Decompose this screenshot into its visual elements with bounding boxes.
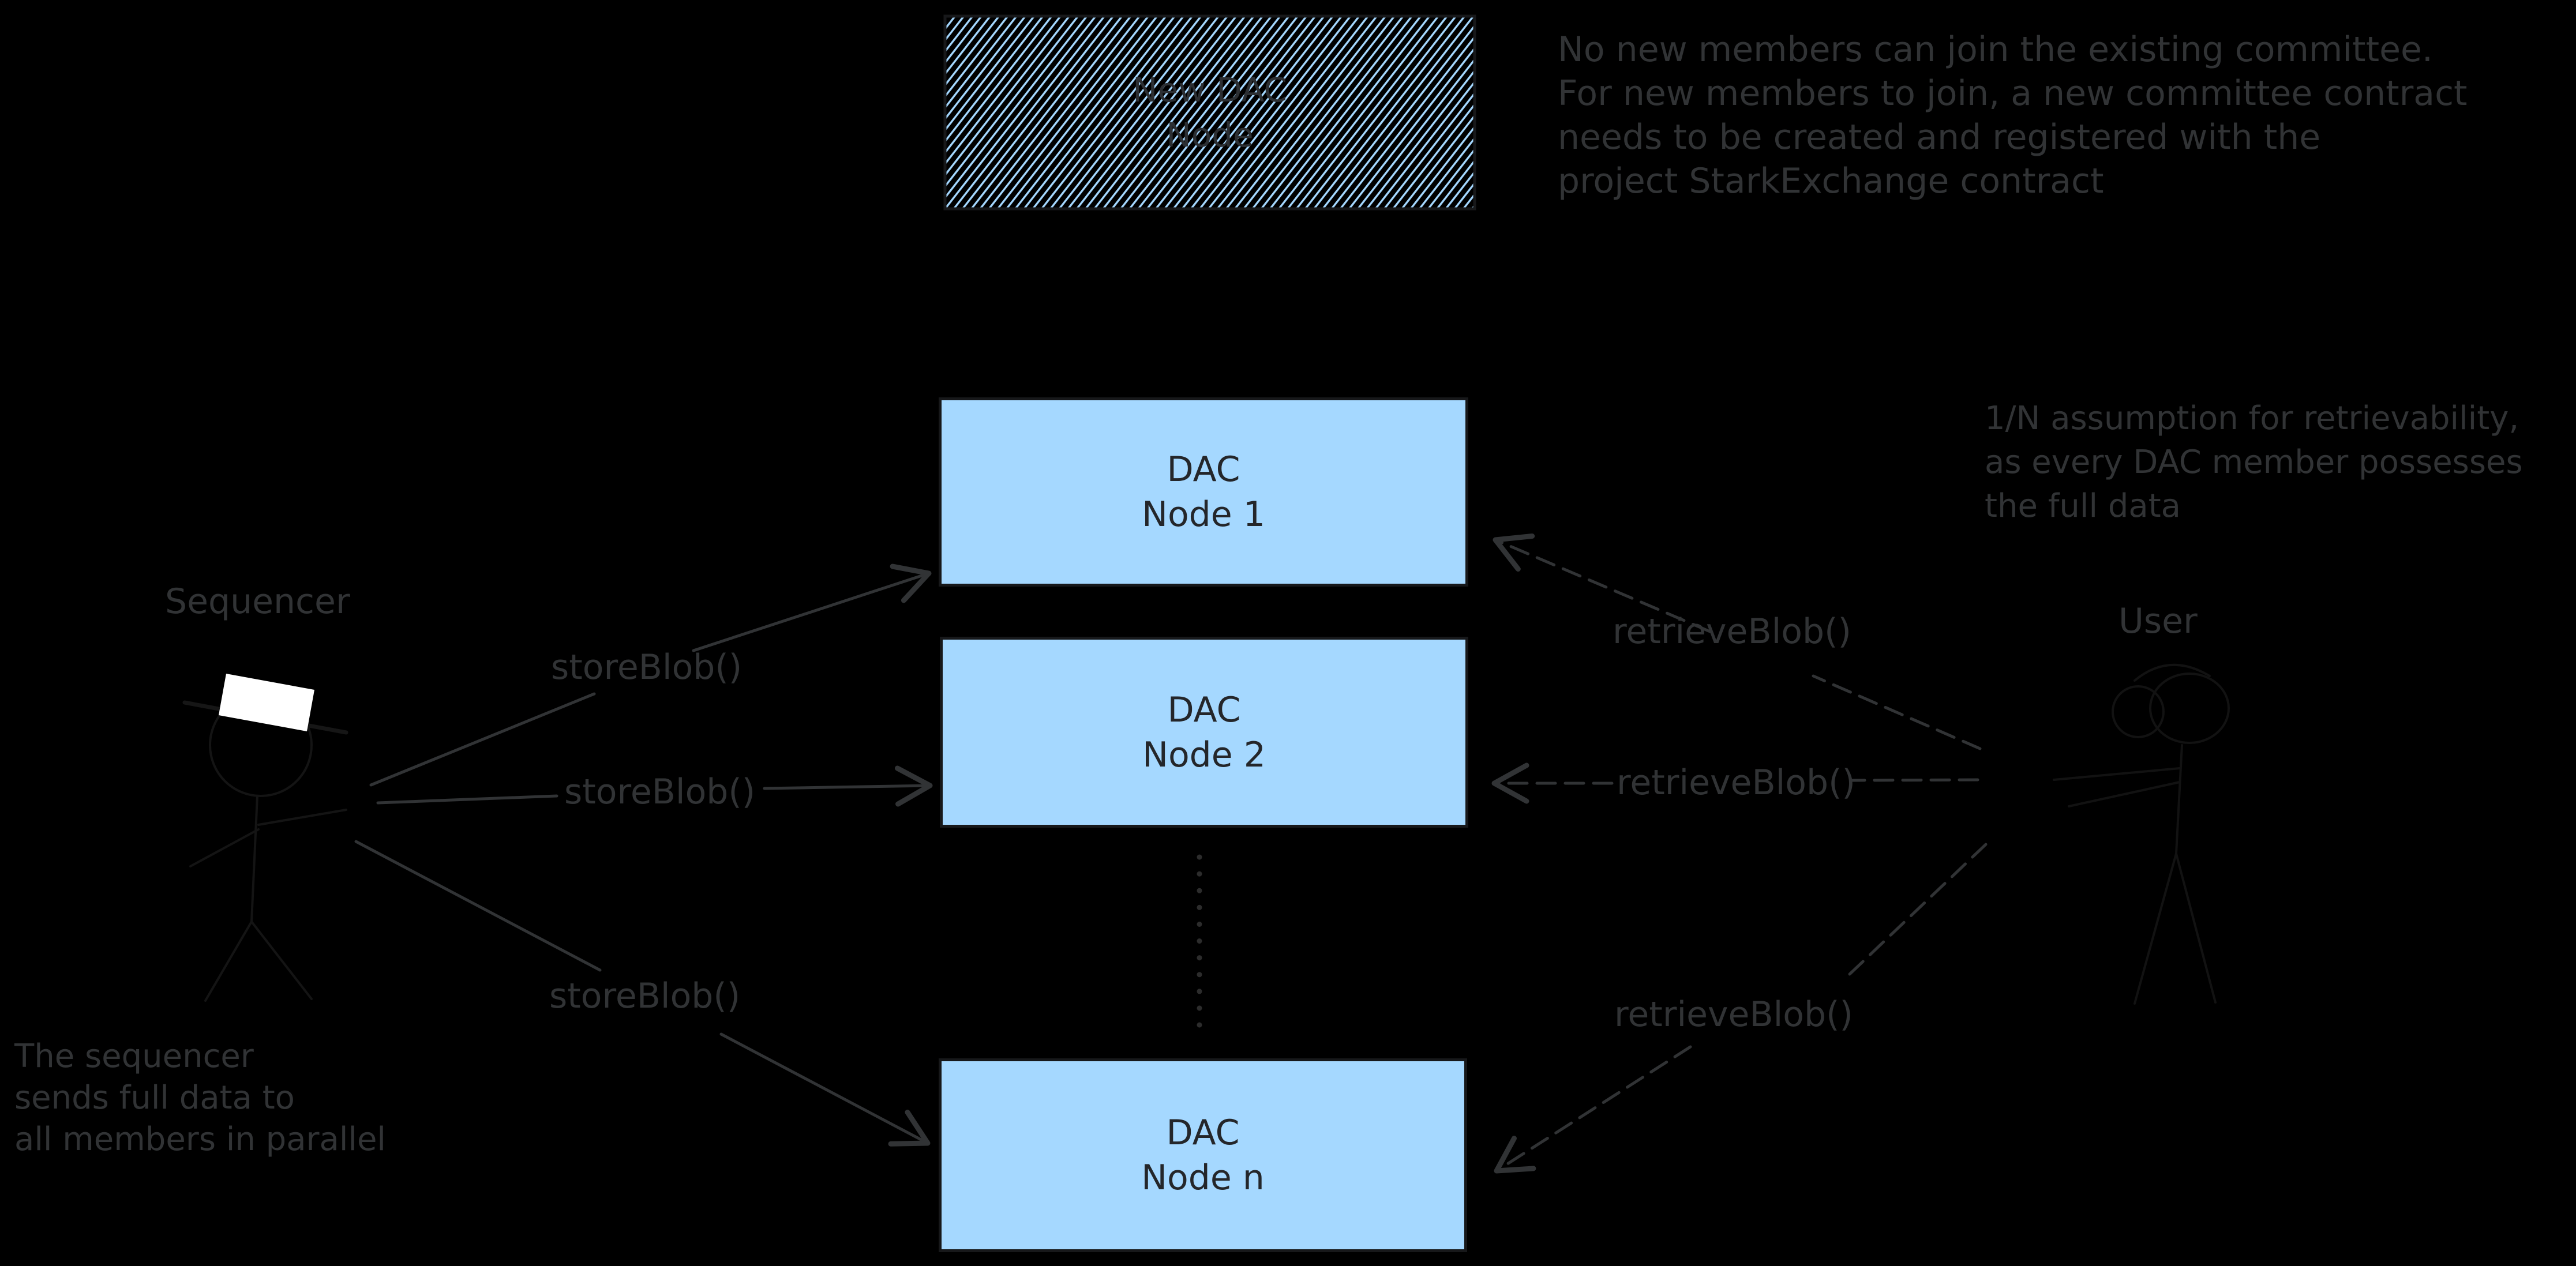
sequencer-right-leg	[250, 921, 313, 1000]
user-left-leg	[2133, 852, 2177, 1005]
dac-node-n-box: DAC Node n	[939, 1058, 1467, 1252]
sequencer-left-leg	[204, 921, 253, 1002]
retrieve-blob-label-3: retrieveBlob()	[1614, 994, 1853, 1035]
store-arrow-3-head	[719, 1032, 931, 1147]
retrieve-arrow-3-head	[1494, 1045, 1692, 1174]
dac-node-1-line2: Node 1	[1142, 494, 1265, 535]
store-blob-label-3: storeBlob()	[549, 976, 741, 1016]
new-dac-node-hatched-box	[943, 14, 1476, 211]
sequencer-right-arm	[257, 809, 347, 826]
user-arm-upper	[2053, 767, 2181, 781]
user-label: User	[2118, 601, 2198, 641]
sequencer-left-arm	[189, 828, 260, 867]
dac-node-1-box: DAC Node 1	[939, 397, 1468, 587]
user-head	[2149, 673, 2230, 744]
dac-node-n-line2: Node n	[1141, 1158, 1265, 1198]
sequencer-figure-icon	[182, 674, 348, 1002]
sequencer-label: Sequencer	[165, 581, 350, 622]
store-blob-label-2: storeBlob()	[564, 772, 756, 812]
store-arrow-2-segment	[376, 794, 558, 805]
store-arrow-1-segment	[369, 692, 596, 787]
committee-note-line1: No new members can join the existing com…	[1558, 29, 2433, 70]
retrieve-arrow-1-segment	[1812, 674, 1982, 750]
dac-node-2-line2: Node 2	[1142, 734, 1266, 775]
new-dac-node-line2: Node	[1166, 115, 1254, 155]
store-blob-arrows	[354, 563, 933, 1147]
retrieve-arrow-1-head	[1493, 534, 1712, 633]
retrievability-note-line3: the full data	[1985, 487, 2181, 525]
retrieve-arrow-3-segment	[1847, 843, 1988, 976]
user-figure-icon	[2053, 663, 2230, 1005]
store-arrow-2-head	[763, 765, 933, 807]
sequencer-note-line1: The sequencer	[14, 1038, 254, 1075]
new-dac-node-line1: New DAC	[1133, 70, 1287, 110]
retrieve-blob-label-2: retrieveBlob()	[1617, 762, 1855, 803]
dac-node-1-line1: DAC	[1167, 449, 1240, 490]
sequencer-note: The sequencer sends full data to all mem…	[14, 1036, 386, 1160]
dac-node-2-box: DAC Node 2	[940, 637, 1468, 828]
user-hair-bun	[2112, 685, 2165, 738]
retrieve-blob-arrows	[1491, 534, 1988, 1174]
new-dac-node-label: New DAC Node	[945, 16, 1475, 209]
dac-node-2-line1: DAC	[1167, 689, 1241, 730]
sequencer-note-line2: sends full data to	[14, 1079, 295, 1117]
retrievability-note-line2: as every DAC member possesses	[1985, 444, 2523, 481]
user-right-leg	[2175, 852, 2217, 1004]
retrievability-note-line1: 1/N assumption for retrievability,	[1985, 400, 2519, 437]
store-arrow-3-segment	[354, 840, 602, 972]
user-arm-lower	[2068, 781, 2181, 807]
sequencer-note-line3: all members in parallel	[14, 1121, 386, 1158]
store-blob-label-1: storeBlob()	[551, 647, 743, 688]
committee-note-line3: needs to be created and registered with …	[1558, 117, 2321, 157]
committee-note-line4: project StarkExchange contract	[1558, 161, 2104, 201]
sequencer-hat-icon	[219, 674, 314, 731]
committee-note-line2: For new members to join, a new committee…	[1558, 73, 2468, 114]
user-hair	[2133, 663, 2211, 682]
user-body	[2175, 744, 2183, 855]
retrievability-note: 1/N assumption for retrievability, as ev…	[1985, 397, 2523, 528]
store-arrow-1-head	[692, 563, 932, 652]
retrieve-blob-label-1: retrieveBlob()	[1613, 611, 1851, 652]
sequencer-body	[250, 795, 258, 923]
dac-node-n-line1: DAC	[1166, 1113, 1240, 1153]
committee-note: No new members can join the existing com…	[1558, 28, 2468, 203]
